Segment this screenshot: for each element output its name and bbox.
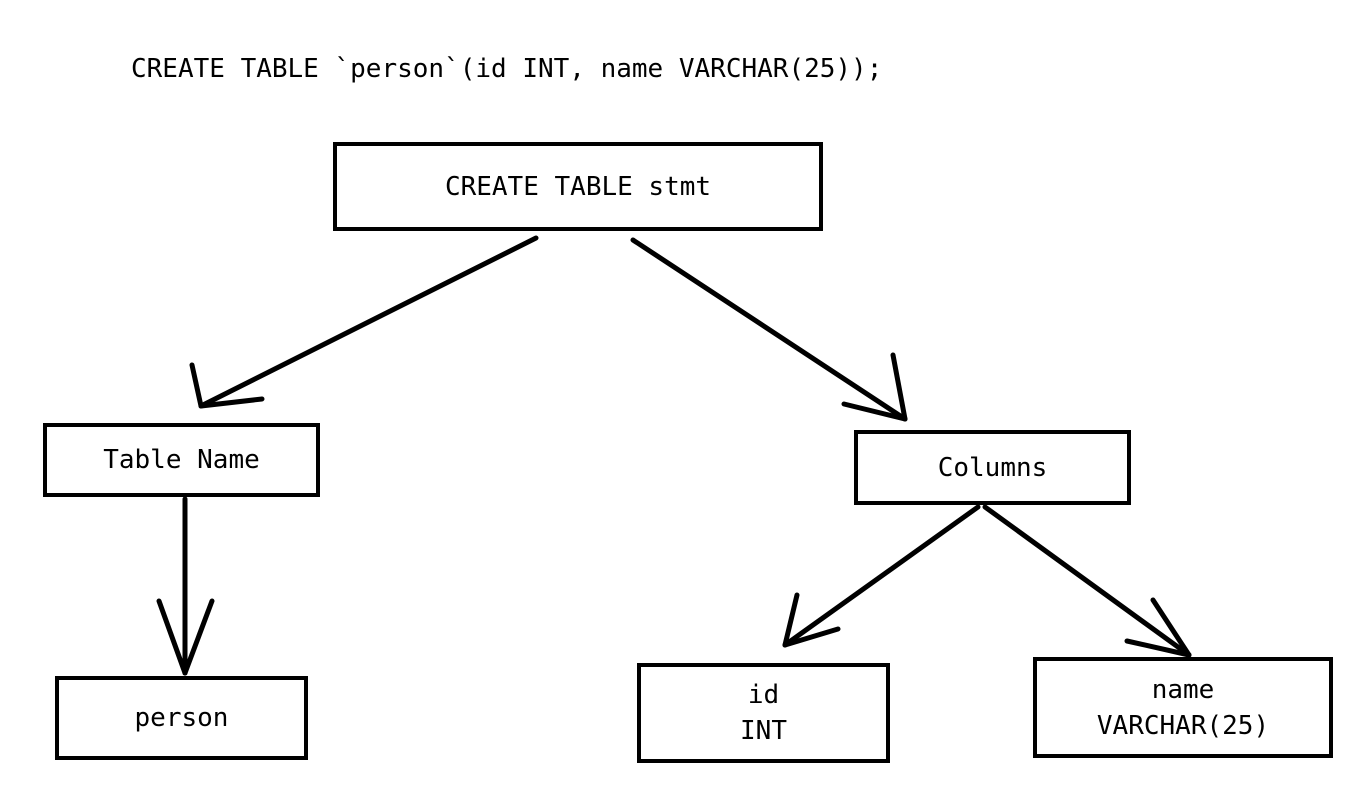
node-label-line-name: name: [1151, 674, 1215, 705]
edge-root-to-columns: [630, 237, 908, 422]
edge-columns-to-col-name: [982, 504, 1192, 658]
node-column-name[interactable]: name VARCHAR(25): [1033, 657, 1333, 758]
node-label-line: person: [134, 703, 229, 733]
arrowhead-barb-2: [189, 362, 204, 409]
node-person-value[interactable]: person: [55, 676, 308, 760]
arrowhead-barb-1: [782, 626, 841, 648]
edge-shaft: [198, 235, 539, 409]
node-column-id[interactable]: id INT: [637, 663, 890, 763]
arrowhead-barb-2: [782, 592, 800, 648]
node-columns[interactable]: Columns: [854, 430, 1131, 505]
edge-shaft: [782, 504, 981, 648]
node-label-line: Columns: [937, 452, 1048, 483]
arrowhead-barb-1: [841, 401, 908, 422]
edge-root-to-table-name: [189, 235, 539, 409]
arrowhead-barb-1: [1124, 638, 1192, 658]
edge-shaft: [982, 504, 1192, 658]
node-label-line: CREATE TABLE stmt: [444, 171, 712, 202]
sql-statement-caption: CREATE TABLE `person`(id INT, name VARCH…: [131, 54, 883, 84]
edge-columns-to-col-id: [782, 504, 981, 648]
node-table-name[interactable]: Table Name: [43, 423, 320, 497]
arrowhead-barb-2: [182, 598, 215, 676]
edge-shaft: [630, 237, 908, 422]
arrowhead-barb-1: [156, 598, 188, 676]
node-label-line-name: id: [747, 680, 780, 710]
node-label-line-type: INT: [740, 716, 787, 746]
node-create-table-stmt[interactable]: CREATE TABLE stmt: [333, 142, 823, 231]
arrowhead-barb-1: [198, 396, 265, 409]
node-label-line: Table Name: [103, 445, 260, 475]
arrowhead-barb-2: [890, 352, 908, 422]
arrowhead-barb-2: [1150, 597, 1192, 658]
node-label-line-type: VARCHAR(25): [1096, 710, 1270, 741]
edge-table-name-to-person: [156, 496, 215, 676]
